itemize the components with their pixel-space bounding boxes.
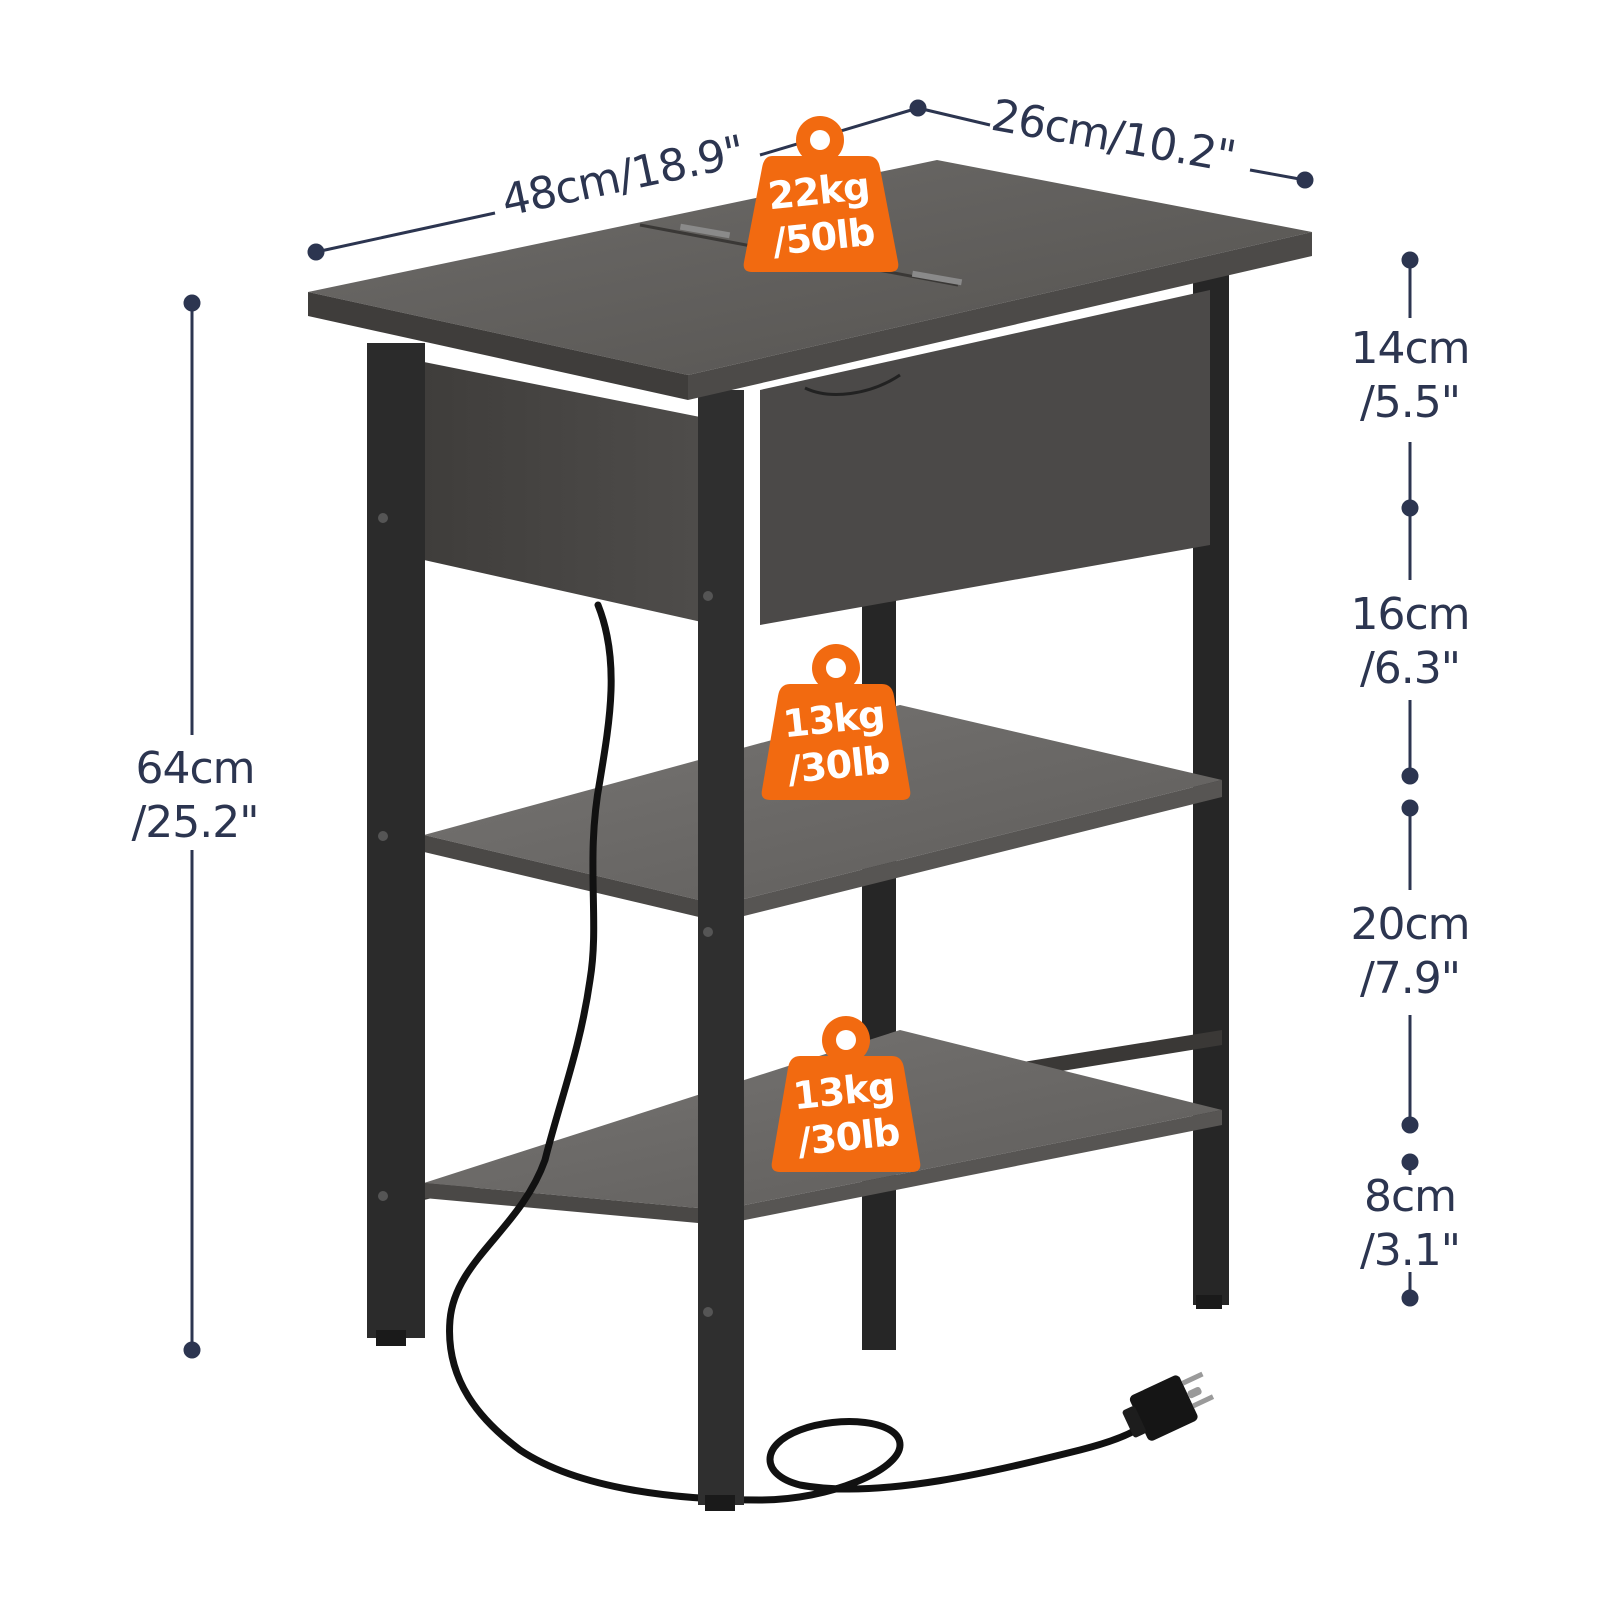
dimension-lines bbox=[183, 99, 1419, 1359]
cabinet-box bbox=[424, 290, 1210, 625]
segment-cm: 14cm bbox=[1350, 323, 1470, 374]
weight-icon bbox=[761, 644, 911, 800]
height-dimension-label: 64cm /25.2" bbox=[120, 742, 270, 850]
weight-capacity-bottom-shelf: 13kg /30lb bbox=[782, 1062, 911, 1166]
segment-height-label: 14cm /5.5" bbox=[1335, 322, 1485, 430]
segment-height-label: 20cm /7.9" bbox=[1335, 898, 1485, 1006]
height-cm: 64cm bbox=[135, 743, 255, 794]
weight-icon bbox=[743, 116, 899, 272]
segment-in: /7.9" bbox=[1359, 953, 1461, 1004]
weight-capacity-top: 22kg /50lb bbox=[758, 162, 885, 266]
power-cord bbox=[446, 601, 1154, 1504]
weight-icon bbox=[771, 1016, 921, 1172]
segment-in: /3.1" bbox=[1359, 1225, 1461, 1276]
weight-capacity-middle-shelf: 13kg /30lb bbox=[772, 690, 901, 794]
height-in: /25.2" bbox=[131, 797, 259, 848]
height-end-dot bbox=[183, 1341, 201, 1359]
segment-in: /5.5" bbox=[1359, 377, 1461, 428]
segment-cm: 8cm bbox=[1363, 1171, 1457, 1222]
segment-cm: 20cm bbox=[1350, 899, 1470, 950]
power-plug-icon bbox=[1122, 1371, 1215, 1441]
segment-in: /6.3" bbox=[1359, 643, 1461, 694]
segment-cm: 16cm bbox=[1350, 589, 1470, 640]
height-end-dot bbox=[183, 294, 201, 312]
front-legs bbox=[367, 343, 744, 1511]
width-end-dot bbox=[307, 243, 325, 261]
middle-shelf bbox=[424, 705, 1222, 922]
depth-end-dot bbox=[1296, 171, 1314, 189]
segment-height-label: 16cm /6.3" bbox=[1335, 588, 1485, 696]
segment-height-label: 8cm /3.1" bbox=[1335, 1170, 1485, 1278]
